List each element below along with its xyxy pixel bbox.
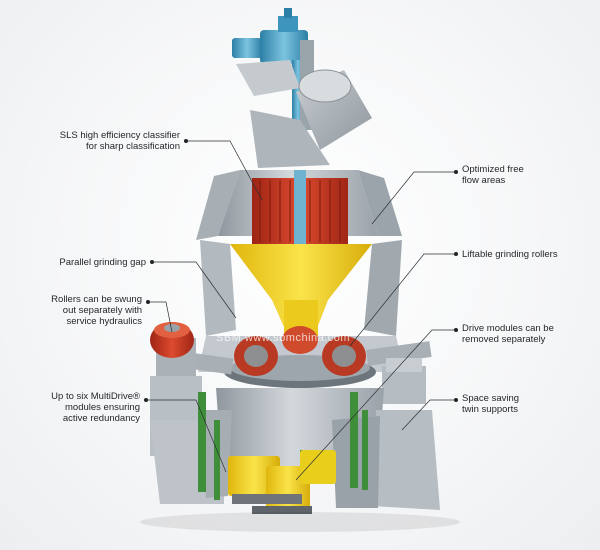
label-space-saving-twin-supports: Space saving twin supports	[462, 393, 520, 415]
label-parallel-grinding-gap: Parallel grinding gap	[59, 257, 146, 268]
outlet-duct	[236, 60, 372, 168]
classifier-housing	[196, 170, 402, 250]
label-optimized-free-flow: Optimized free flow areas	[462, 164, 524, 186]
label-drive-modules-removable: Drive modules can be removed separately	[462, 323, 554, 345]
watermark: SBM www.sbmchina.com	[216, 332, 351, 344]
multidrive-modules	[228, 450, 336, 514]
callout-leaders	[146, 140, 456, 481]
label-rollers-swung-out: Rollers can be swung out separately with…	[51, 294, 142, 327]
callout-bullets	[144, 139, 458, 402]
grinding-rollers	[169, 326, 432, 388]
label-liftable-grinding-rollers: Liftable grinding rollers	[462, 249, 558, 260]
label-sls-classifier: SLS high efficiency classifier for sharp…	[59, 130, 180, 152]
right-roller-housing	[382, 358, 426, 404]
label-multidrive-modules: Up to six MultiDrive® modules ensuring a…	[51, 391, 140, 424]
